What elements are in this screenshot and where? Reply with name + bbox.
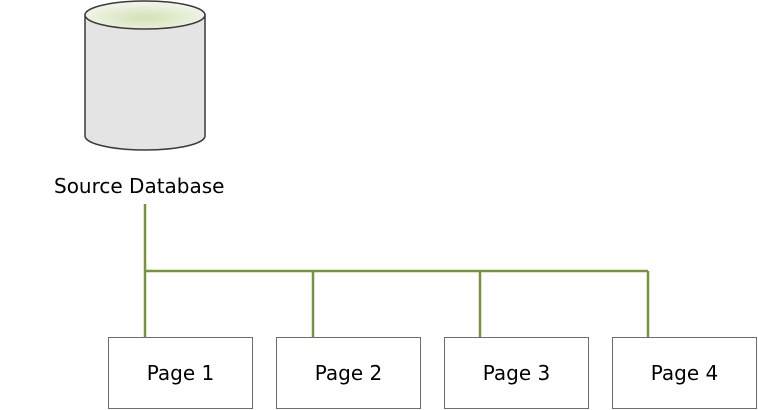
page-3-label: Page 3 <box>482 361 551 385</box>
database-cylinder-icon <box>84 0 206 151</box>
page-4-label: Page 4 <box>650 361 719 385</box>
page-1-box: Page 1 <box>108 337 253 409</box>
page-2-box: Page 2 <box>276 337 421 409</box>
source-database-label: Source Database <box>54 174 225 198</box>
connector-lines <box>143 204 650 337</box>
page-3-box: Page 3 <box>444 337 589 409</box>
page-1-label: Page 1 <box>146 361 215 385</box>
page-4-box: Page 4 <box>612 337 757 409</box>
page-2-label: Page 2 <box>314 361 383 385</box>
